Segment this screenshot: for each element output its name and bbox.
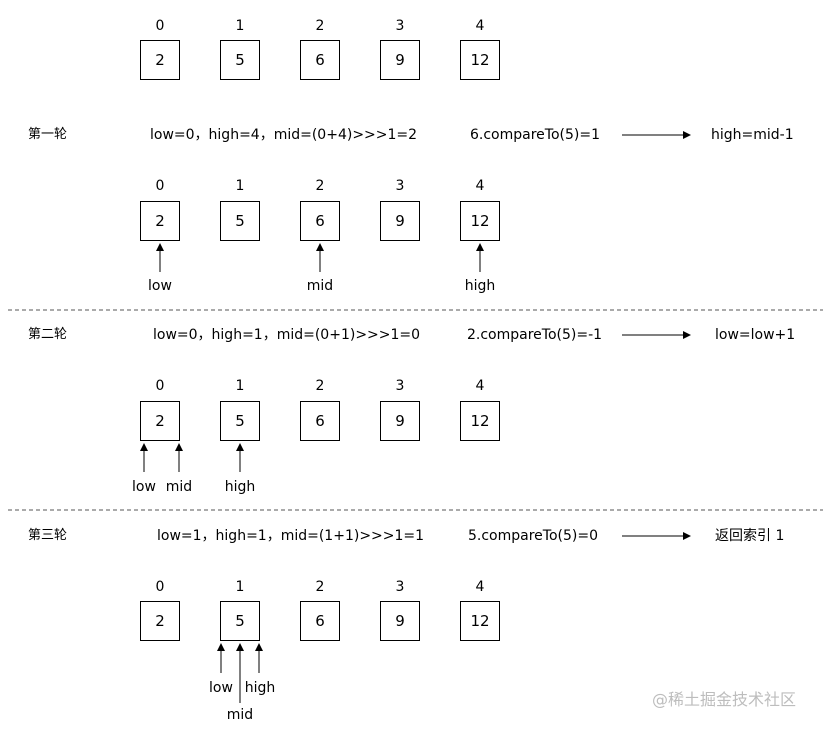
- index-label: 0: [155, 579, 165, 595]
- array-cell: 12: [460, 201, 500, 241]
- compare-expression: 6.compareTo(5)=1: [470, 127, 600, 143]
- array-cell: 12: [460, 40, 500, 80]
- index-label: 4: [475, 378, 485, 394]
- array-cell: 5: [220, 40, 260, 80]
- index-label: 3: [395, 579, 405, 595]
- array-cell: 6: [300, 40, 340, 80]
- array-cell: 5: [220, 401, 260, 441]
- index-label: 1: [235, 18, 245, 34]
- index-label: 2: [315, 579, 325, 595]
- index-label: 1: [235, 178, 245, 194]
- round-label: 第二轮: [28, 327, 68, 342]
- round-result: 返回索引 1: [715, 528, 785, 544]
- mid-pointer-label: mid: [165, 479, 193, 495]
- index-label: 4: [475, 18, 485, 34]
- index-label: 3: [395, 18, 405, 34]
- compare-expression: 2.compareTo(5)=-1: [467, 327, 603, 343]
- index-label: 4: [475, 178, 485, 194]
- range-formula: low=0，high=1，mid=(0+1)>>>1=0: [153, 327, 421, 343]
- array-cell: 5: [220, 601, 260, 641]
- index-label: 2: [315, 378, 325, 394]
- mid-pointer-label: mid: [226, 707, 254, 723]
- range-formula: low=0，high=4，mid=(0+4)>>>1=2: [150, 127, 418, 143]
- index-label: 2: [315, 18, 325, 34]
- array-cell: 12: [460, 601, 500, 641]
- array-cell: 2: [140, 201, 180, 241]
- index-label: 0: [155, 178, 165, 194]
- array-cell: 12: [460, 401, 500, 441]
- round-label: 第三轮: [28, 528, 68, 543]
- round-result: low=low+1: [715, 327, 796, 343]
- high-pointer-label: high: [224, 479, 256, 495]
- watermark: @稀土掘金技术社区: [652, 690, 797, 709]
- high-pointer-label: high: [244, 680, 276, 696]
- low-pointer-label: low: [132, 479, 156, 495]
- array-cell: 9: [380, 40, 420, 80]
- index-label: 0: [155, 18, 165, 34]
- low-pointer-label: low: [148, 278, 172, 294]
- array-cell: 9: [380, 601, 420, 641]
- index-label: 2: [315, 178, 325, 194]
- array-cell: 6: [300, 401, 340, 441]
- low-pointer-label: low: [209, 680, 233, 696]
- array-cell: 9: [380, 201, 420, 241]
- array-cell: 6: [300, 601, 340, 641]
- high-pointer-label: high: [464, 278, 496, 294]
- compare-expression: 5.compareTo(5)=0: [468, 528, 598, 544]
- index-label: 4: [475, 579, 485, 595]
- array-cell: 5: [220, 201, 260, 241]
- array-cell: 2: [140, 401, 180, 441]
- array-cell: 2: [140, 40, 180, 80]
- array-cell: 9: [380, 401, 420, 441]
- index-label: 3: [395, 178, 405, 194]
- array-cell: 6: [300, 201, 340, 241]
- index-label: 3: [395, 378, 405, 394]
- round-label: 第一轮: [28, 127, 68, 142]
- index-label: 1: [235, 378, 245, 394]
- round-result: high=mid-1: [711, 127, 794, 143]
- index-label: 1: [235, 579, 245, 595]
- range-formula: low=1，high=1，mid=(1+1)>>>1=1: [157, 528, 425, 544]
- array-cell: 2: [140, 601, 180, 641]
- mid-pointer-label: mid: [306, 278, 334, 294]
- index-label: 0: [155, 378, 165, 394]
